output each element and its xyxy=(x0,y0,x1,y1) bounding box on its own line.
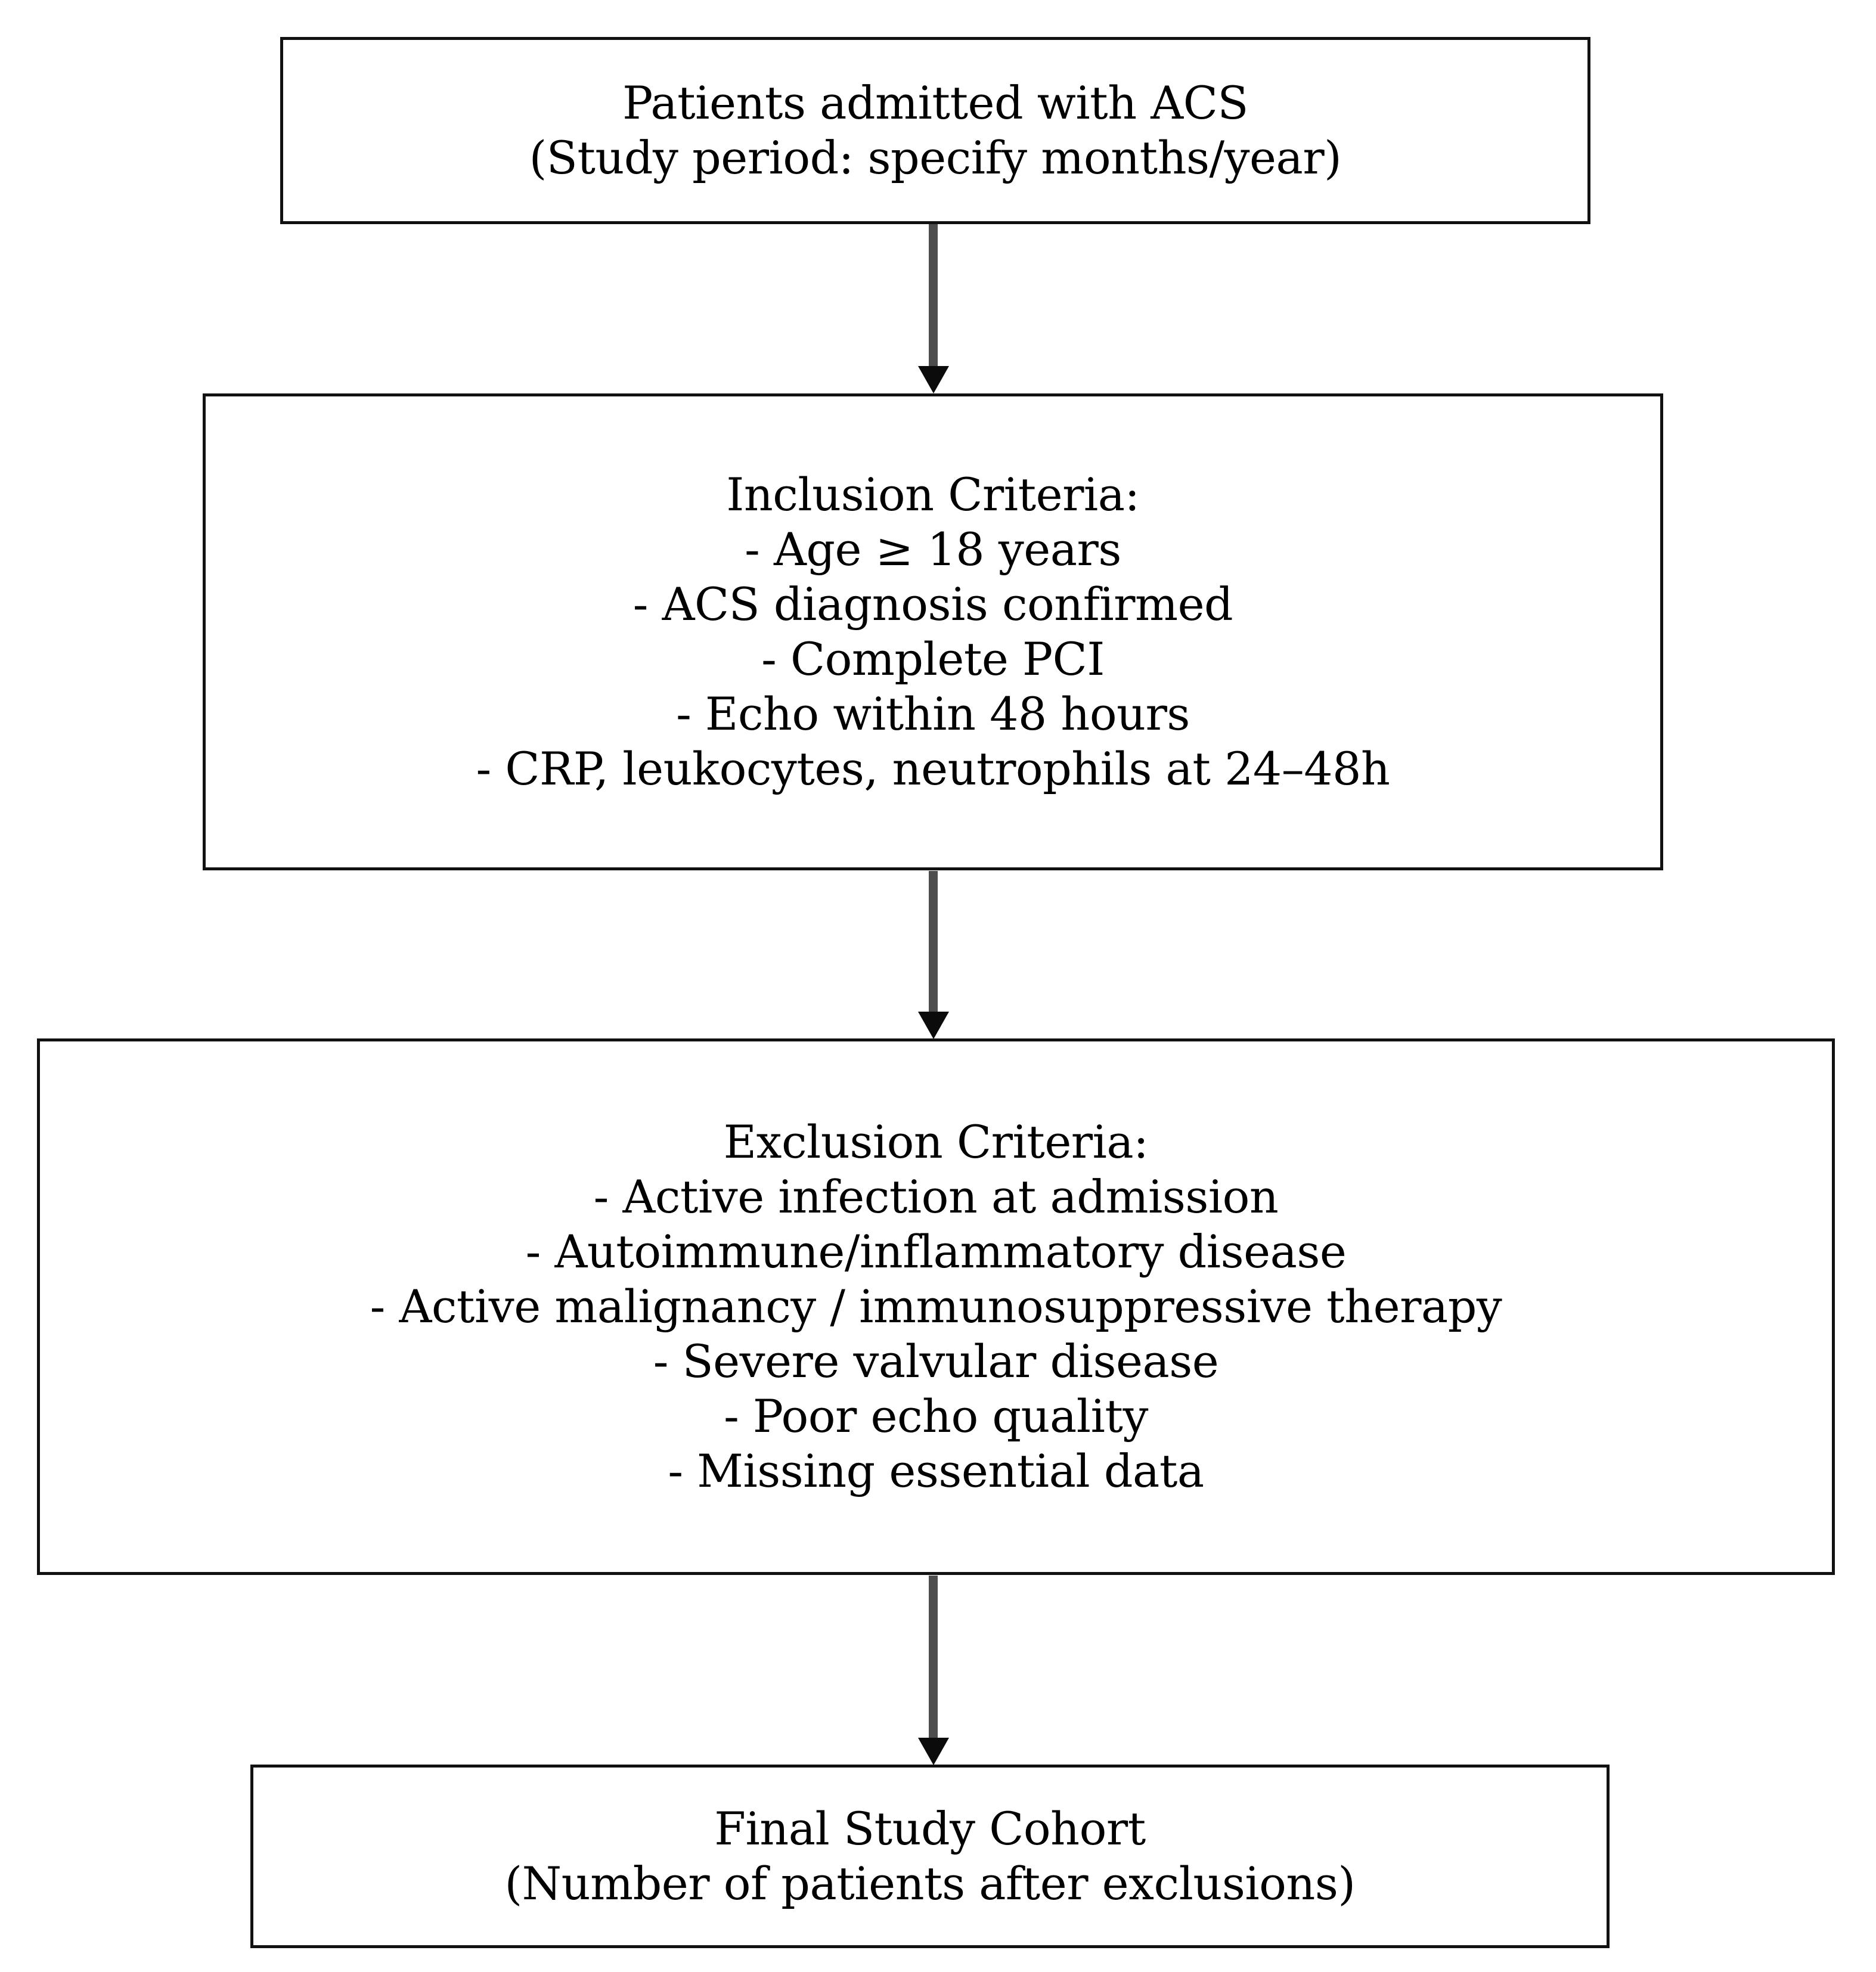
arrow-exclusion-to-cohort xyxy=(918,1576,949,1765)
node-inclusion-item-3: - Complete PCI xyxy=(761,632,1105,686)
arrow-inclusion-to-exclusion xyxy=(918,871,949,1039)
node-cohort-line-1: Final Study Cohort xyxy=(714,1802,1146,1856)
arrow-shaft xyxy=(929,871,938,1012)
node-exclusion-item-1: - Active infection at admission xyxy=(593,1170,1279,1224)
arrow-shaft xyxy=(929,224,938,366)
flow-node-patients-admitted: Patients admitted with ACS (Study period… xyxy=(280,37,1590,224)
node-exclusion-item-4: - Severe valvular disease xyxy=(653,1334,1219,1388)
node-exclusion-item-5: - Poor echo quality xyxy=(724,1389,1148,1443)
node-admitted-line-2: (Study period: specify months/year) xyxy=(529,131,1342,184)
node-inclusion-item-1: - Age ≥ 18 years xyxy=(745,523,1121,576)
flow-node-exclusion-criteria: Exclusion Criteria: - Active infection a… xyxy=(37,1038,1835,1575)
node-exclusion-item-3: - Active malignancy / immunosuppressive … xyxy=(370,1280,1502,1334)
node-exclusion-title: Exclusion Criteria: xyxy=(723,1115,1149,1169)
flow-node-inclusion-criteria: Inclusion Criteria: - Age ≥ 18 years - A… xyxy=(203,393,1663,870)
node-inclusion-item-2: - ACS diagnosis confirmed xyxy=(632,578,1233,631)
arrow-head-icon xyxy=(918,1012,949,1039)
node-exclusion-item-6: - Missing essential data xyxy=(668,1444,1204,1497)
node-inclusion-item-5: - CRP, leukocytes, neutrophils at 24–48h xyxy=(476,742,1390,795)
arrow-shaft xyxy=(929,1576,938,1738)
node-exclusion-item-2: - Autoimmune/inflammatory disease xyxy=(525,1225,1347,1279)
flow-node-final-study-cohort: Final Study Cohort (Number of patients a… xyxy=(250,1765,1610,1948)
arrow-head-icon xyxy=(918,366,949,393)
arrow-admitted-to-inclusion xyxy=(918,224,949,393)
node-inclusion-item-4: - Echo within 48 hours xyxy=(676,687,1190,740)
arrow-head-icon xyxy=(918,1738,949,1765)
node-inclusion-title: Inclusion Criteria: xyxy=(726,468,1140,522)
node-cohort-line-2: (Number of patients after exclusions) xyxy=(504,1857,1356,1910)
node-admitted-line-1: Patients admitted with ACS xyxy=(622,76,1248,130)
